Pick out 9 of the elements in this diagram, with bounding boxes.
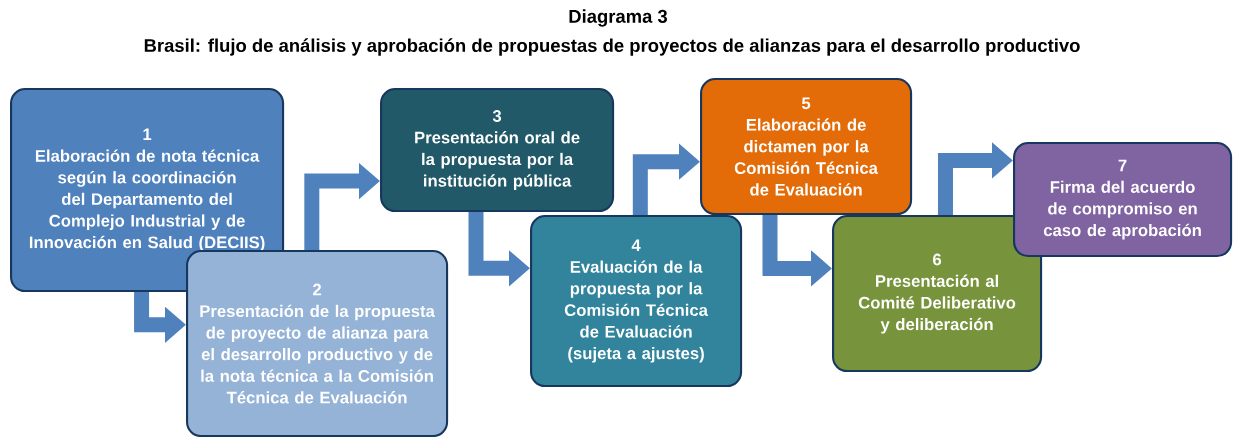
process-box: 3 Presentación oral de la propuesta por la institución pública — [380, 88, 615, 213]
process-box: 7 Firma del acuerdo de compromiso en caso de aprobación — [1013, 142, 1233, 258]
process-box: 1 Elaboración de nota técnica según la coordinación del Departamento del Complejo Industrial y de Innovación en Salud (DECIIS) — [10, 88, 285, 293]
subtitle: Brasil: flujo de análisis y aprobación de propuestas de proyectos de alianzas para el desarrollo productivo — [144, 38, 1080, 56]
process-box: 6 Presentación al Comité Deliberativo y deliberación — [832, 215, 1043, 373]
process-box: 5 Elaboración de dictamen por la Comisión Técnica de Evaluación — [700, 78, 913, 216]
process-box: 4 Evaluación de la propuesta por la Comisión Técnica de Evaluación (sujeta a ajustes) — [530, 215, 743, 388]
process-box: 2 Presentación de la propuesta de proyecto de alianza para el desarrollo productivo y de la nota técnica a la Comisión Técnica de Evaluación — [186, 250, 449, 437]
title: Diagrama 3 — [569, 9, 668, 27]
